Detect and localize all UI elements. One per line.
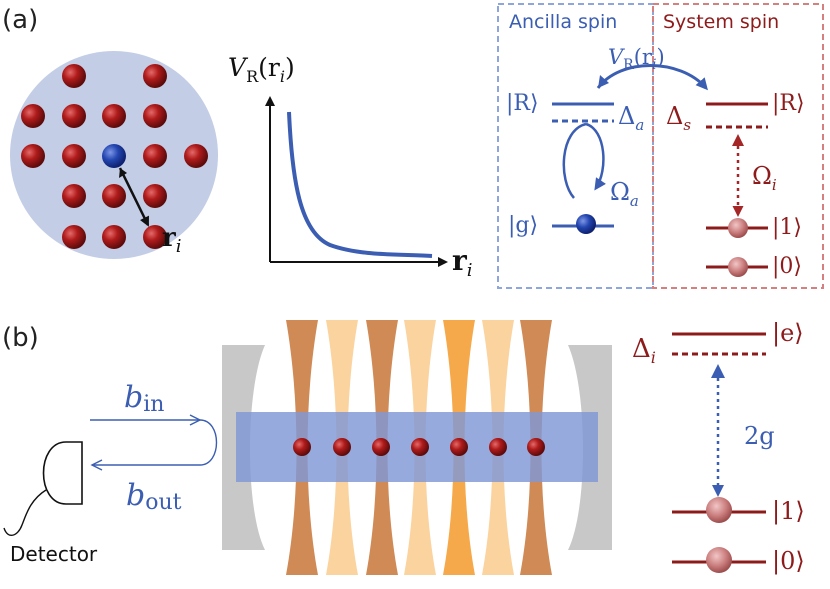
red-atom <box>102 104 126 128</box>
system-title: System spin <box>663 11 779 33</box>
coupling-2g: 2g <box>744 422 775 450</box>
red-atom <box>143 184 167 208</box>
ancilla-box <box>497 3 654 289</box>
system-population-0 <box>728 257 748 277</box>
coupling-arrow <box>596 64 708 91</box>
ket-1-a: |1⟩ <box>772 215 802 240</box>
distance-arrow <box>118 167 150 227</box>
r-i-label: ri <box>162 223 181 257</box>
red-atom <box>143 64 167 88</box>
detector-cable <box>3 489 47 536</box>
population-1 <box>706 497 732 523</box>
red-atom <box>62 104 86 128</box>
ket-g: |g⟩ <box>508 213 538 238</box>
red-atom <box>62 184 86 208</box>
potential-axis-label: VR(ri) <box>228 53 295 86</box>
panel-a-label: (a) <box>2 5 38 35</box>
ket-R-left: |R⟩ <box>506 91 539 116</box>
red-atom <box>62 225 86 249</box>
ancilla-title: Ancilla spin <box>509 11 617 33</box>
omega-a-loop-left <box>562 122 587 199</box>
red-atom <box>143 225 167 249</box>
b-in-arrow-head <box>189 414 202 426</box>
cavity-atom <box>372 438 390 456</box>
cavity-atom <box>489 438 507 456</box>
omega-a: Ωa <box>610 178 639 210</box>
red-atom <box>102 225 126 249</box>
red-atom <box>143 144 167 168</box>
b-out-arrow-head <box>90 459 103 471</box>
delta-i: Δi <box>632 334 656 367</box>
delta-a: Δa <box>618 102 644 134</box>
ancilla-atom <box>102 144 126 168</box>
b-out-label: bout <box>126 478 182 515</box>
potential-curve <box>287 111 433 258</box>
detector-icon <box>42 441 83 505</box>
red-atom <box>21 144 45 168</box>
red-atom <box>102 184 126 208</box>
lattice-atoms <box>21 64 208 249</box>
population-0 <box>706 547 732 573</box>
distance-arrow-head-start <box>119 168 127 178</box>
probe-path <box>90 419 218 466</box>
system-population-1 <box>728 218 748 238</box>
coupling-arrow-head-start <box>598 75 609 88</box>
ket-0-a: |0⟩ <box>772 254 802 279</box>
cavity-atom <box>293 438 311 456</box>
red-atom <box>184 144 208 168</box>
cavity-atom <box>333 438 351 456</box>
omega-i: Ωi <box>752 162 777 194</box>
delta-s: Δs <box>666 102 691 134</box>
x-axis-label: ri <box>452 244 473 281</box>
ket-0-b: |0⟩ <box>772 547 805 576</box>
cavity-atom <box>450 438 468 456</box>
coupling-label: VR(ri) <box>608 45 665 73</box>
red-atom <box>143 104 167 128</box>
coupling-2g-arrow-head-up <box>711 364 725 378</box>
omega-i-arrow-head-up <box>732 134 744 146</box>
cavity-atom <box>411 438 429 456</box>
panel-b-label: (b) <box>2 323 39 353</box>
b-in-label: bin <box>124 380 164 417</box>
cavity-atoms <box>293 438 545 456</box>
ket-e: |e⟩ <box>772 319 804 348</box>
red-atom <box>21 104 45 128</box>
ket-1-b: |1⟩ <box>772 497 805 526</box>
ancilla-population <box>576 214 596 234</box>
system-box <box>652 3 824 289</box>
red-atom <box>62 144 86 168</box>
ket-R-right: |R⟩ <box>772 91 805 116</box>
cavity-atom <box>527 438 545 456</box>
red-atom <box>62 64 86 88</box>
omega-a-arrow <box>585 122 606 191</box>
detector-label: Detector <box>10 542 98 566</box>
